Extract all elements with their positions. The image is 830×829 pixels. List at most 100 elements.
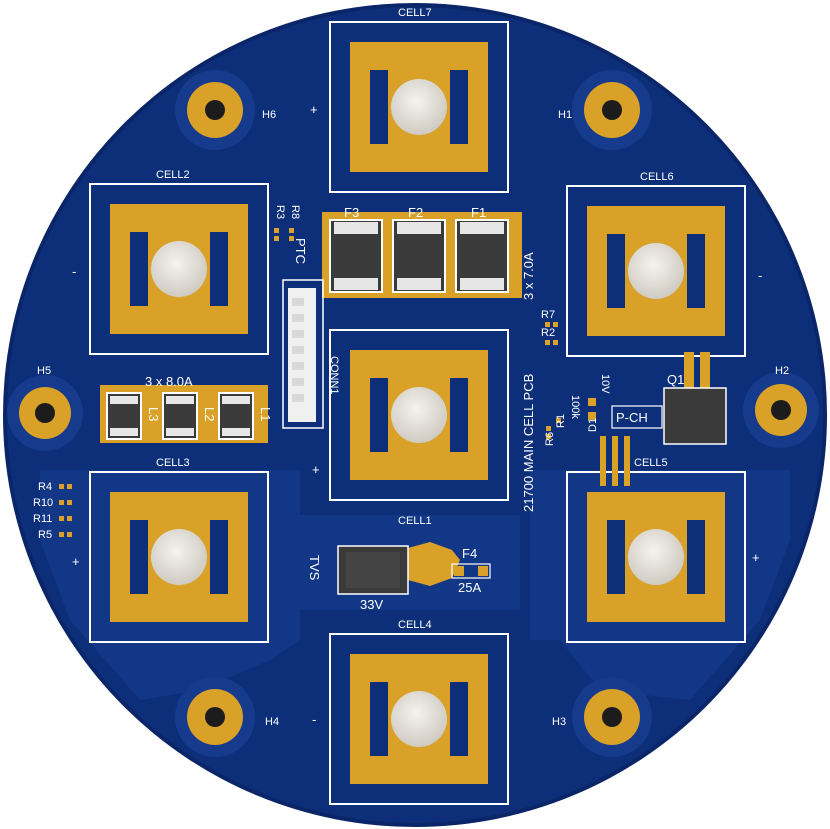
cell-outline <box>89 183 269 355</box>
nickel-tab <box>391 79 447 135</box>
fuse-rating: 3 x 7.0A <box>521 252 536 300</box>
fuse-bank: F3 F2 F1 3 x 7.0A PTC <box>293 205 536 300</box>
diode-value: 10V <box>599 374 611 394</box>
cell-outline <box>89 471 269 643</box>
fuse-label-f3: F3 <box>344 205 359 220</box>
resistor-r1-value: 100k <box>569 395 581 419</box>
mosfet-type: P-CH <box>616 410 648 425</box>
hole-label-h4: H4 <box>265 716 279 728</box>
fuse-f4-value: 25A <box>458 580 481 595</box>
pad-slot <box>210 520 228 594</box>
cell-outline <box>329 329 509 501</box>
pad-slot <box>370 70 388 144</box>
pad-slot <box>450 70 468 144</box>
hole-label-h3: H3 <box>552 716 566 728</box>
fuse-label-f2: F2 <box>408 205 423 220</box>
cell-polarity: + <box>752 550 760 565</box>
cell-label: CELL5 <box>634 457 668 469</box>
pad-slot <box>370 378 388 452</box>
cell-cell5: CELL5 + <box>566 457 760 643</box>
svg-text:R4: R4 <box>38 481 52 493</box>
resistor-r5: R5 <box>38 529 72 541</box>
hole-label-h6: H6 <box>262 109 276 121</box>
inductor-rating: 3 x 8.0A <box>145 374 193 389</box>
fuse-label-f1: F1 <box>471 205 486 220</box>
pad-slot <box>687 234 705 308</box>
mounting-hole-h3: H3 <box>552 677 652 757</box>
pad-slot <box>607 234 625 308</box>
svg-text:R1: R1 <box>555 414 567 428</box>
cell-polarity: - <box>312 712 316 727</box>
mounting-hole-h5: H5 <box>7 365 83 451</box>
cell-outline <box>566 471 746 643</box>
cell-polarity: - <box>72 264 76 279</box>
svg-text:R5: R5 <box>38 529 52 541</box>
pad-slot <box>210 232 228 306</box>
resistor-r3: R3 <box>274 205 286 241</box>
diode-label: D1 <box>587 418 599 432</box>
tvs-label: TVS <box>307 555 322 581</box>
cell-label: CELL1 <box>398 515 432 527</box>
tvs-value: 33V <box>360 597 383 612</box>
nickel-tab <box>391 691 447 747</box>
cell-label: CELL4 <box>398 619 432 631</box>
cell-label: CELL3 <box>156 457 190 469</box>
cell-outline <box>329 21 509 193</box>
mounting-hole-h1: H1 <box>558 70 652 150</box>
cell-outline <box>329 633 509 805</box>
mounting-hole-h2: H2 <box>743 365 819 448</box>
cell-cell2: CELL2 - <box>72 169 269 355</box>
pad-slot <box>687 520 705 594</box>
cell-polarity: + <box>312 462 320 477</box>
fuse-ptc-tag: PTC <box>293 238 308 264</box>
cell-cell6: CELL6 - <box>566 171 762 357</box>
mosfet-q1: Q1 P-CH <box>600 352 727 486</box>
mosfet-label: Q1 <box>667 372 684 387</box>
resistor-r7: R7 <box>541 309 558 327</box>
resistor-r1: R1 100k <box>555 395 581 428</box>
svg-text:R7: R7 <box>541 309 555 321</box>
inductor-label-l2: L2 <box>202 407 217 421</box>
cell-cell4: CELL4 - <box>312 619 509 805</box>
cell-polarity: - <box>758 268 762 283</box>
connector-label: CONN1 <box>328 356 340 395</box>
tvs-diode: TVS 33V <box>307 542 460 612</box>
resistor-r6: R6 <box>544 426 556 446</box>
cell-outline <box>566 185 746 357</box>
cell-polarity: + <box>310 102 318 117</box>
pad-slot <box>370 682 388 756</box>
nickel-tab <box>151 529 207 585</box>
resistor-r4: R4 <box>38 481 72 493</box>
cell-cell1: CELL1 + <box>312 329 509 527</box>
nickel-tab <box>628 243 684 299</box>
inductor-label-l3: L3 <box>146 407 161 421</box>
cell-label: CELL2 <box>156 169 190 181</box>
cell-label: CELL6 <box>640 171 674 183</box>
svg-text:R8: R8 <box>289 205 301 219</box>
fuse-f4-label: F4 <box>462 546 477 561</box>
cell-cell3: CELL3 + <box>72 457 269 643</box>
cell-polarity: + <box>72 554 80 569</box>
pad-slot <box>450 682 468 756</box>
svg-text:R10: R10 <box>33 497 53 509</box>
connector-conn1: CONN1 <box>282 279 340 429</box>
resistor-r10: R10 <box>33 497 72 509</box>
inductor-label-l1: L1 <box>258 407 273 421</box>
inductor-bank: L3 L2 L1 3 x 8.0A <box>100 374 273 443</box>
board-title: 21700 MAIN CELL PCB <box>521 374 536 512</box>
pad-slot <box>130 232 148 306</box>
fuse-f4: F4 25A <box>451 546 491 595</box>
pad-slot <box>130 520 148 594</box>
diode-d1: D1 10V <box>587 374 611 432</box>
svg-text:R6: R6 <box>544 432 556 446</box>
svg-text:R2: R2 <box>541 327 555 339</box>
resistor-r11: R11 <box>33 513 72 525</box>
pad-slot <box>607 520 625 594</box>
mounting-hole-h6: H6 <box>175 70 276 150</box>
resistor-r2: R2 <box>541 327 558 345</box>
hole-label-h5: H5 <box>37 365 51 377</box>
hole-label-h2: H2 <box>775 365 789 377</box>
svg-text:R11: R11 <box>33 513 52 525</box>
nickel-tab <box>151 241 207 297</box>
